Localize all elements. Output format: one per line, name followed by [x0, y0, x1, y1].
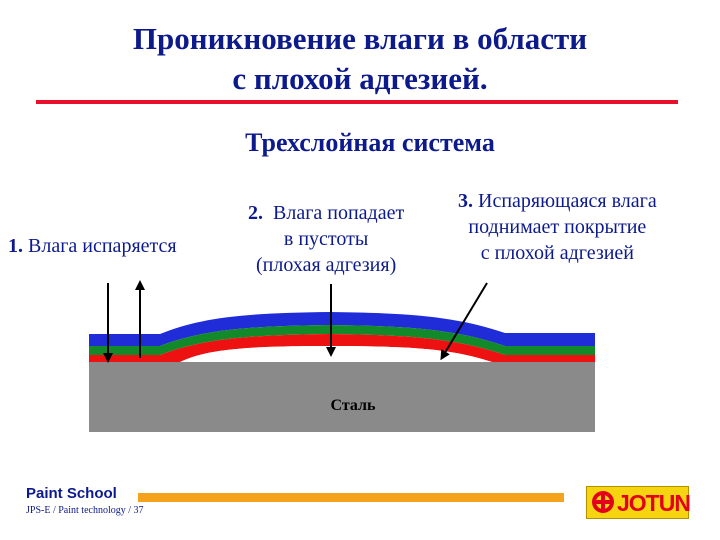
title-line-1: Проникновение влаги в области — [132, 21, 588, 56]
label-lifting: 3. Испаряющаяся влага поднимает покрытие… — [458, 188, 657, 266]
jotun-emblem-icon — [592, 491, 614, 513]
footer-orange-bar — [138, 493, 564, 502]
label-1-number: 1. — [8, 235, 23, 257]
label-1-text: Влага испаряется — [28, 235, 177, 257]
logo-text: JOTUN — [617, 490, 691, 516]
jotun-logo: JOTUN — [586, 486, 691, 519]
title-line-2: с плохой адгезией. — [232, 61, 488, 96]
footer-school: Paint School — [26, 485, 117, 502]
title-underline — [36, 100, 678, 104]
label-2-line-2: в пустоты — [283, 228, 369, 250]
coating-layer-red — [89, 334, 595, 362]
subtitle: Трехслойная система — [245, 128, 495, 157]
steel-label: Сталь — [331, 397, 377, 414]
arrow-lifting — [440, 282, 488, 361]
coating-layer-blue — [89, 312, 595, 346]
coating-layer-green — [89, 325, 595, 355]
label-3-number: 3. — [458, 190, 473, 212]
footer-subline: JPS-E / Paint technology / 37 — [26, 505, 144, 516]
steel-substrate — [89, 362, 595, 432]
label-2-line-3: (плохая адгезия) — [256, 254, 397, 276]
label-3-line-2: поднимает покрытие — [468, 216, 647, 238]
label-3-line-1: Испаряющаяся влага — [478, 190, 657, 212]
label-2-line-1: Влага попадает — [273, 202, 405, 224]
label-evaporation: 1. Влага испаряется — [8, 233, 177, 259]
label-moisture-entry: 2. Влага попадает в пустоты (плохая адге… — [248, 200, 404, 278]
label-3-line-3: с плохой адгезией — [480, 242, 635, 264]
void-under-coating — [180, 346, 492, 362]
label-2-number: 2. — [248, 202, 263, 224]
